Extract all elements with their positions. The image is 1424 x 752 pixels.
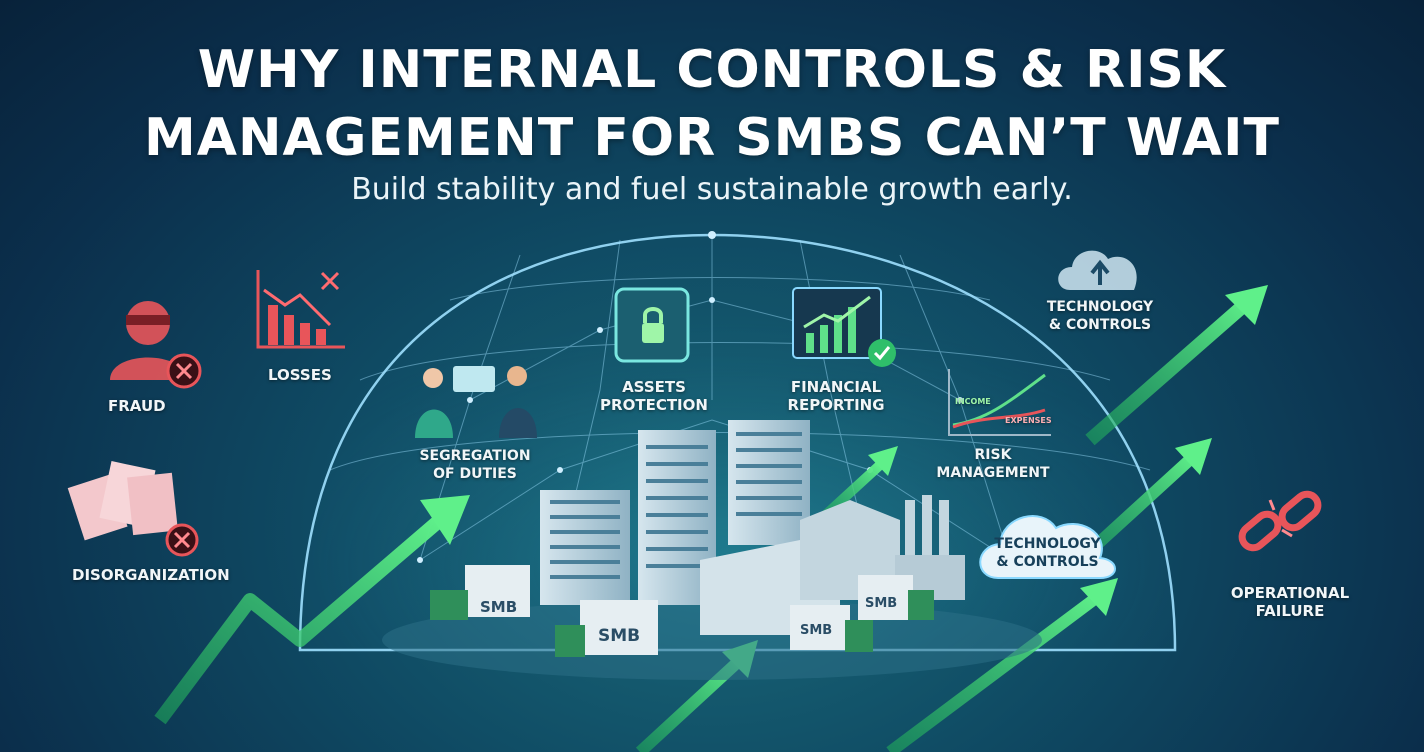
fraud-label: FRAUD [108,397,166,415]
disorganization-label: DISORGANIZATION [72,566,230,584]
page-subtitle: Build stability and fuel sustainable gro… [351,172,1073,207]
safe-lock-icon [614,287,690,363]
broken-chain-icon [1238,490,1322,552]
expenses-label: EXPENSES [1005,416,1052,425]
losses-label: LOSSES [268,366,332,384]
losses-chart-icon [256,270,345,349]
financial-chart-icon [792,287,896,367]
truck-label-4: SMB [865,596,898,611]
page-title-line-1: WHY INTERNAL CONTROLS & RISK [197,40,1227,100]
technology-controls-top-label: TECHNOLOGY & CONTROLS [1046,299,1154,333]
page-title-line-2: MANAGEMENT FOR SMBS CAN’T WAIT [144,108,1280,168]
disorganization-papers-icon [67,461,199,557]
segregation-people-icon [415,366,537,438]
operational-failure-label: OPERATIONAL FAILURE [1230,584,1350,620]
truck-label-1: SMB [480,598,518,616]
fraud-thief-icon [110,301,202,389]
technology-cloud-icon [979,515,1116,579]
segregation-label: SEGREGATION OF DUTIES [419,448,531,482]
truck-label-2: SMB [598,626,641,646]
technology-controls-cloud-label: TECHNOLOGY & CONTROLS [994,536,1101,570]
risk-chart-icon [948,369,1051,436]
upload-cloud-icon [1058,250,1137,290]
risk-management-label: RISK MANAGEMENT [936,447,1050,481]
truck-label-3: SMB [800,623,833,638]
assets-protection-label: ASSETS PROTECTION [600,378,708,414]
financial-reporting-label: FINANCIAL REPORTING [787,378,885,414]
income-label: INCOME [955,397,991,406]
delivery-trucks [430,565,934,657]
